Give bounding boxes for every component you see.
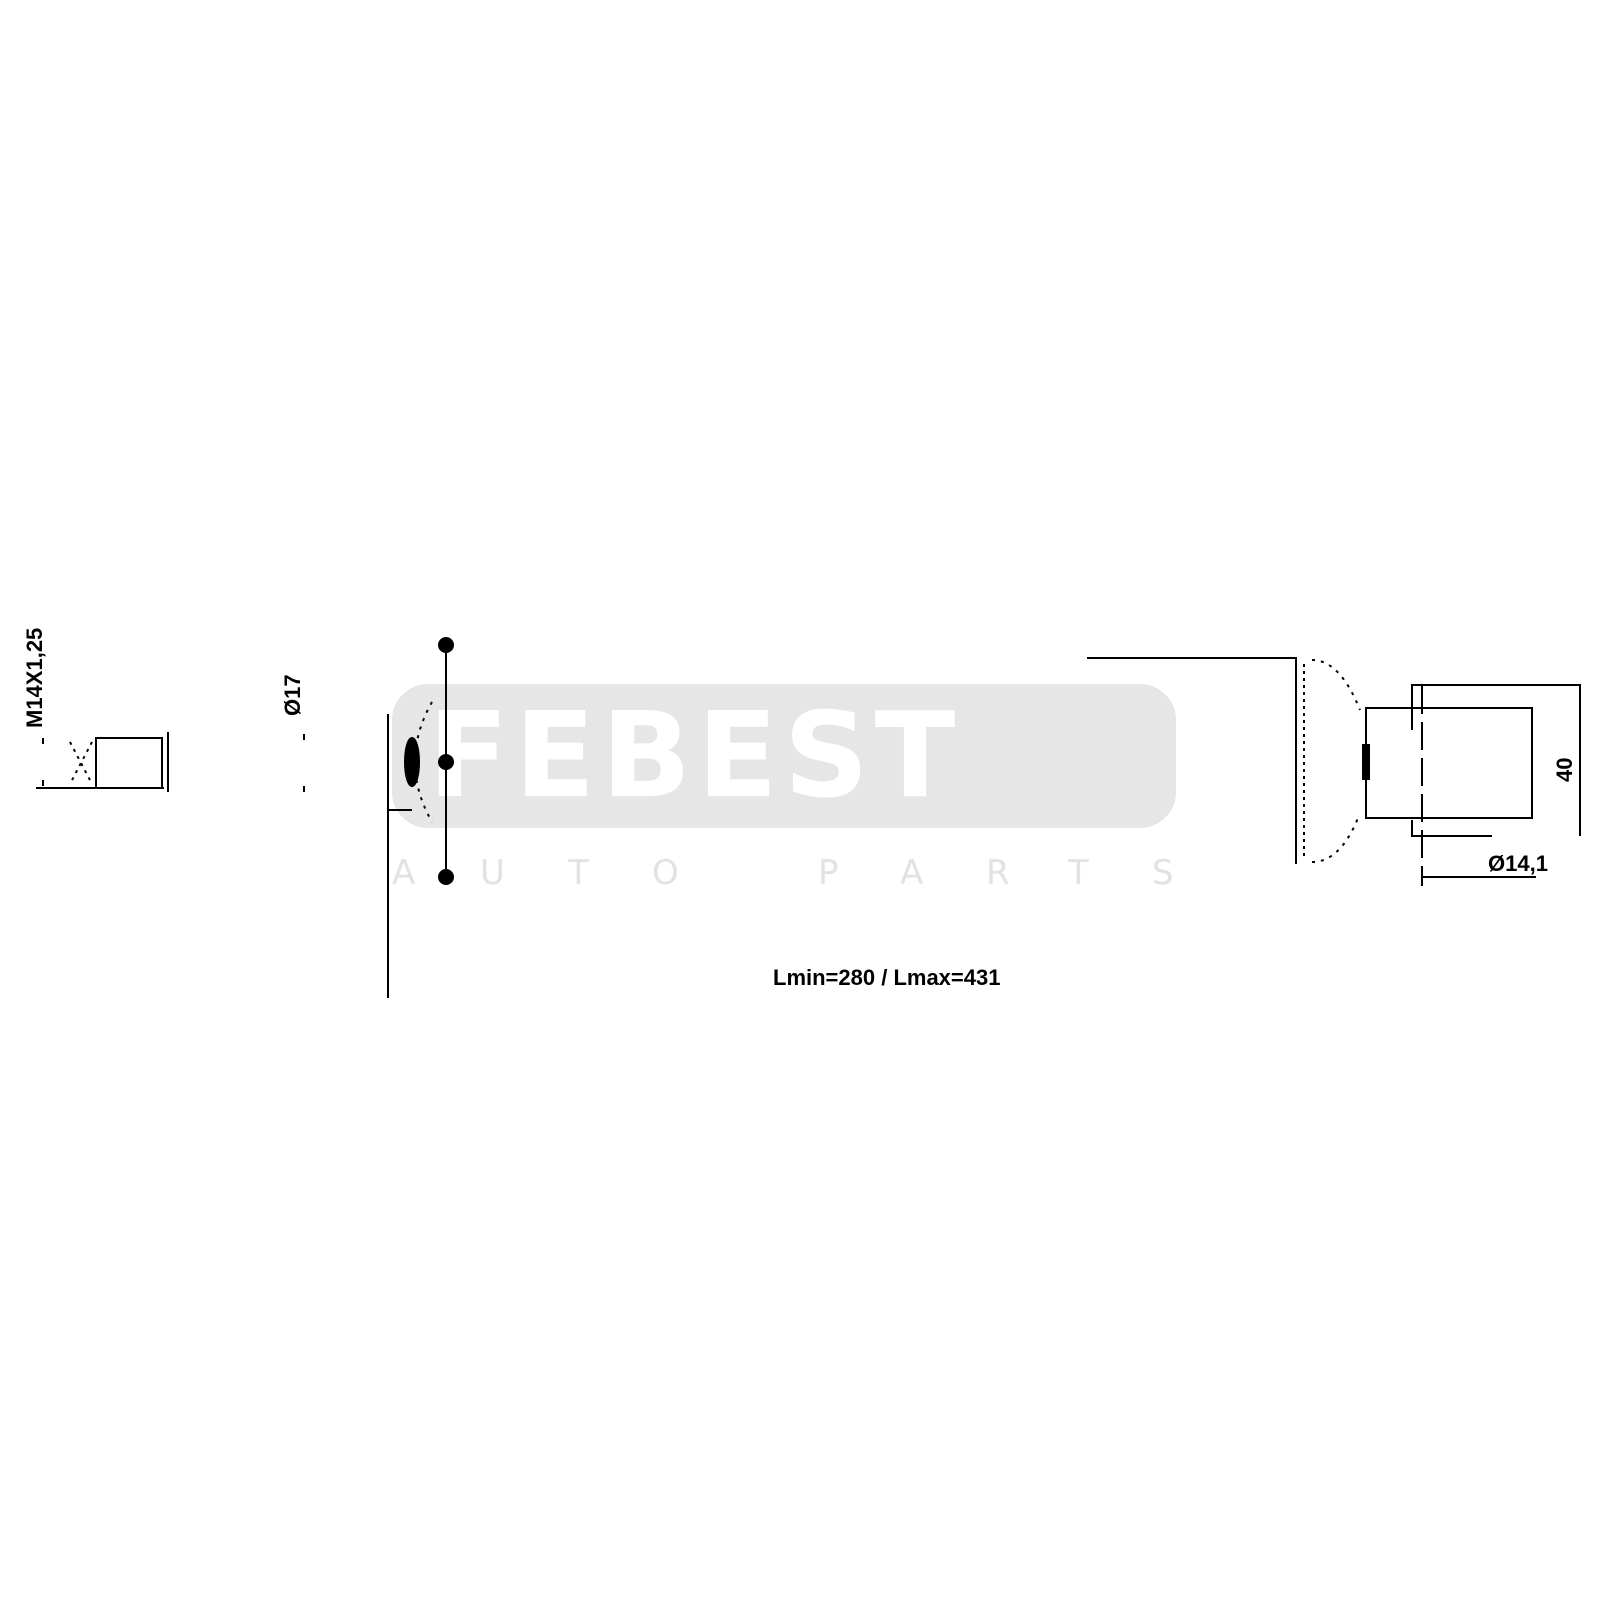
tagline-letter: S: [1152, 853, 1174, 893]
tagline-letter: O: [652, 853, 679, 893]
thread-end: [36, 732, 305, 792]
febest-watermark: FEBEST A U T O P A R T S: [392, 684, 1176, 893]
watermark-badge: [392, 684, 1176, 828]
bottom-eye: [1087, 657, 1581, 886]
tagline-letter: A: [392, 853, 415, 893]
tagline-letter: P: [818, 853, 839, 893]
tagline-letter: T: [1067, 853, 1089, 893]
length-dimension-label: Lmin=280 / Lmax=431: [773, 965, 1000, 990]
watermark-brand: FEBEST: [428, 686, 961, 824]
tagline-letter: U: [480, 853, 505, 893]
tagline-letter: R: [986, 853, 1010, 893]
rod-diameter-label: Ø17: [280, 674, 305, 716]
bushing-diameter-label: Ø14,1: [1488, 851, 1548, 876]
tagline-letter: A: [900, 853, 923, 893]
height-dimension-label: 40: [1552, 758, 1577, 782]
watermark-tagline: A U T O P A R T S: [392, 853, 1174, 893]
tagline-letter: T: [567, 853, 589, 893]
thread-dimension-label: M14X1,25: [22, 628, 47, 728]
top-mount: [387, 637, 454, 998]
